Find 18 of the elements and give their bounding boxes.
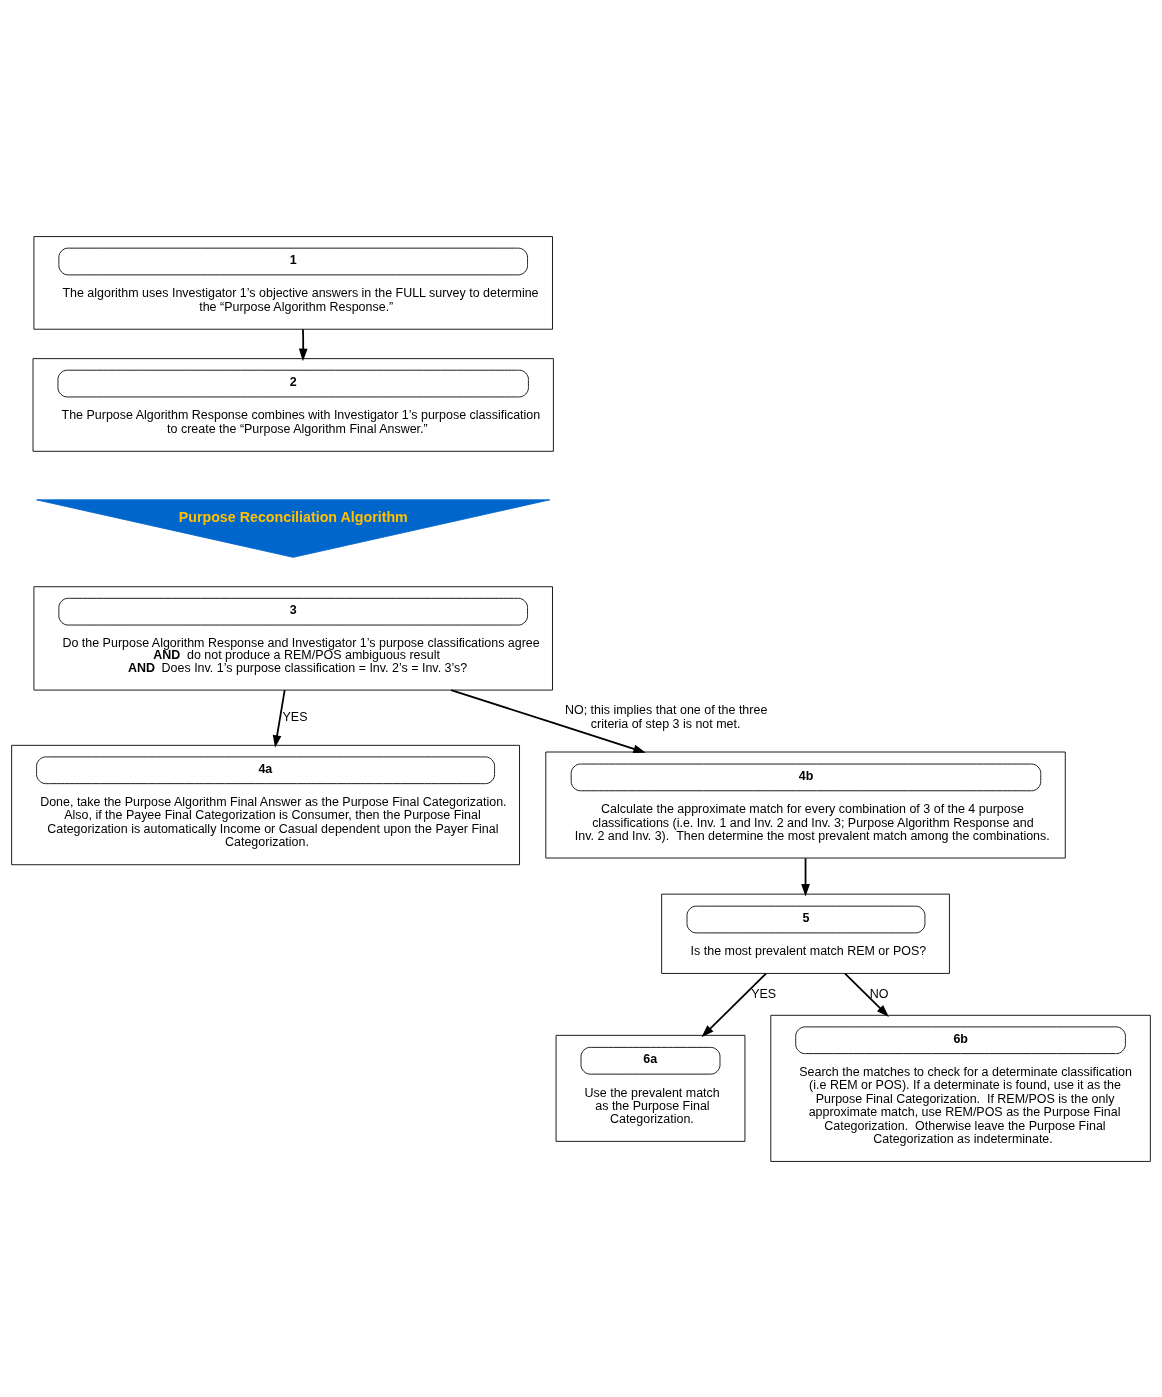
- arrow: [844, 972, 889, 1017]
- arrow: [298, 327, 308, 361]
- node-box: 4a Done, take the Purpose Algorithm Final Answer as the Purpose Final Categorization. Also, if the Payee Final Categorization is Consumer, then the Purpose Final Categorization is automatically Income or Casual dependent upon the Payer Final Categorization.: [11, 744, 520, 865]
- node-box: 6b Search the matches to check for a determinate classification (i.e REM or POS). If a determinate is found, use it as the Purpose Final Categorization. If REM/POS is the only approximate match, use REM/POS as the Purpose Final Categorization. Otherwise leave the Purpose Final Categorization as indeterminate.: [770, 1014, 1151, 1162]
- node-box: 6a Use the prevalent match as the Purpose Final Categorization.: [555, 1034, 746, 1142]
- node-box: 4b Calculate the approximate match for every combination of 3 of the 4 purpose classifications (i.e. Inv. 1 and Inv. 2 and Inv. 3; Purpose Algorithm Response and Inv. 2 and Inv. 3). Then determine the most prevalent match among the combinations.: [545, 751, 1066, 858]
- arrow: [450, 688, 646, 753]
- edge-label: YES: [751, 986, 777, 1001]
- arrow: [801, 856, 810, 897]
- node-box: 2 The Purpose Algorithm Response combines with Investigator 1’s purpose classification to create the “Purpose Algorithm Final Answer.”: [32, 357, 554, 452]
- edge-label: NO; this implies that one of the three criteria of step 3 is not met.: [564, 702, 768, 731]
- arrow: [272, 688, 286, 748]
- node-box: 1 The algorithm uses Investigator 1’s objective answers in the FULL survey to determine the “Purpose Algorithm Response.”: [33, 235, 553, 330]
- edge-label: YES: [282, 709, 308, 724]
- arrow: [701, 972, 767, 1037]
- node-box: 5 Is the most prevalent match REM or POS?: [661, 893, 950, 974]
- edge-label: NO: [869, 986, 889, 1001]
- node-box: 3 Do the Purpose Algorithm Response and Investigator 1’s purpose classifications agree AND do not produce a REM/POS ambiguous result AND Does Inv. 1’s purpose classification = Inv. 2’s = Inv. 3’s?: [33, 585, 553, 691]
